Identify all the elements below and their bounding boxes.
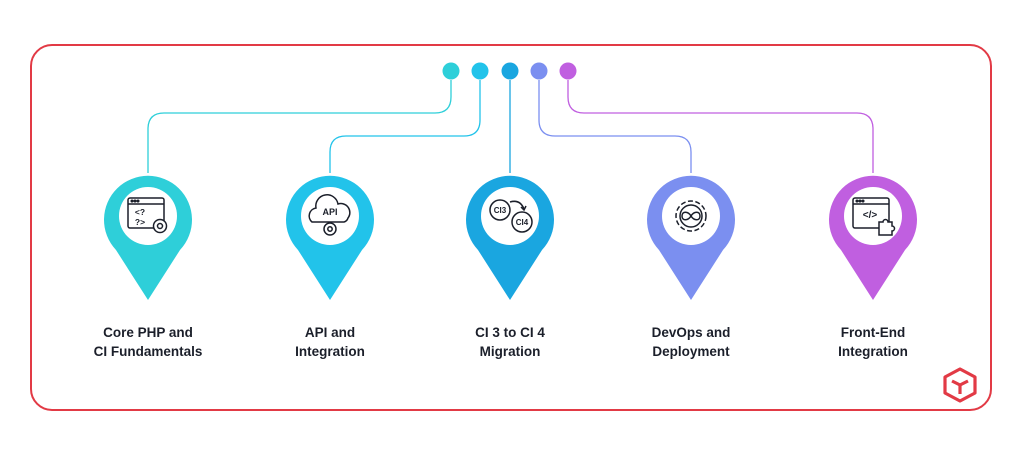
frontend-code-puzzle-icon xyxy=(852,197,896,236)
stage-label-5-line-2: Integration xyxy=(838,344,908,359)
api-cloud-gear-icon xyxy=(308,194,351,236)
svg-text:CI4: CI4 xyxy=(516,218,529,227)
stage-label-2-line-1: API and xyxy=(304,325,356,340)
devops-infinity-gear-icon xyxy=(675,200,707,232)
stage-pin-5: </> xyxy=(829,175,917,300)
stage-label-2-line-2: Integration xyxy=(295,344,365,359)
top-dot-5 xyxy=(559,62,577,80)
top-dot-4 xyxy=(530,62,548,80)
stage-label-4-line-2: Deployment xyxy=(652,344,730,359)
connector-line-4 xyxy=(538,80,692,173)
diagram-frame xyxy=(30,44,992,411)
stage-label-3-line-1: CI 3 to CI 4 xyxy=(475,325,545,340)
stage-label-1-line-2: CI Fundamentals xyxy=(93,344,203,359)
connector-line-1 xyxy=(147,80,452,173)
stage-label-5-line-1: Front-End xyxy=(840,325,906,340)
top-dot-3 xyxy=(501,62,519,80)
stage-label-1: Core PHP and CI Fundamentals xyxy=(68,323,228,361)
top-dot-1 xyxy=(442,62,460,80)
svg-text:CI3: CI3 xyxy=(494,206,507,215)
stage-pin-2: API xyxy=(286,175,374,300)
stage-pin-4 xyxy=(647,175,735,300)
stage-label-1-line-1: Core PHP and xyxy=(103,325,193,340)
stage-label-2: API and Integration xyxy=(250,323,410,361)
svg-text:API: API xyxy=(322,207,337,217)
svg-text:?>: ?> xyxy=(135,217,145,227)
svg-text:<?: <? xyxy=(135,207,145,217)
connector-line-5 xyxy=(567,80,874,173)
php-code-gear-icon xyxy=(127,197,168,234)
top-dot-2 xyxy=(471,62,489,80)
svg-text:</>: </> xyxy=(863,210,878,221)
connector-line-2 xyxy=(329,80,481,173)
stage-label-3-line-2: Migration xyxy=(479,344,541,359)
migration-arrow-icon xyxy=(489,199,533,233)
stage-label-5: Front-End Integration xyxy=(793,323,953,361)
stage-label-4: DevOps and Deployment xyxy=(611,323,771,361)
stage-label-3: CI 3 to CI 4 Migration xyxy=(430,323,590,361)
brand-cube-logo-icon xyxy=(943,367,977,403)
stage-pin-3: CI3 CI4 xyxy=(466,175,554,300)
stage-pin-1: <? ?> xyxy=(104,175,192,300)
stage-label-4-line-1: DevOps and xyxy=(651,325,731,340)
